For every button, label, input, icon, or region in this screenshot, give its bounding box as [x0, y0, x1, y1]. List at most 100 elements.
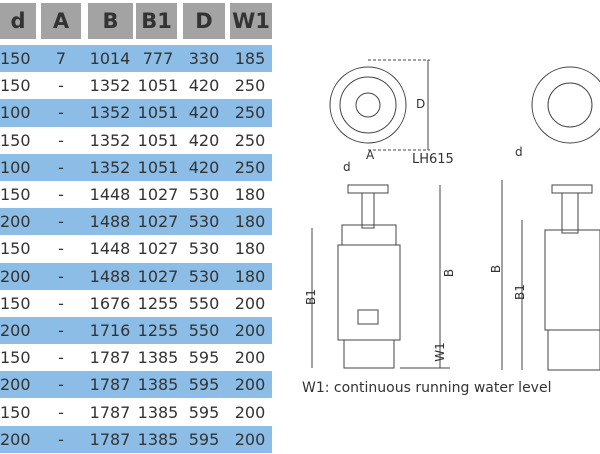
pump-side-view-right — [501, 180, 600, 371]
table-cell: - — [58, 103, 64, 123]
table-cell: 150 — [0, 293, 31, 313]
table-cell: 180 — [234, 185, 266, 205]
table-cell: 150 — [0, 185, 31, 205]
table-cell: 250 — [234, 130, 266, 150]
table-cell: 595 — [188, 375, 220, 395]
table-row: 150 - 1787 1385 595 200 — [0, 398, 272, 425]
label-pipe-d: d — [343, 160, 351, 174]
table-cell: 420 — [188, 76, 220, 96]
table-cell: - — [58, 293, 64, 313]
table-cell: 420 — [188, 130, 220, 150]
table-cell: - — [58, 375, 64, 395]
table-cell: 250 — [234, 103, 266, 123]
table-cell: 1385 — [137, 348, 179, 368]
table-cell: 1027 — [137, 239, 179, 259]
header-a: A — [41, 3, 81, 39]
table-cell: - — [58, 320, 64, 340]
table-cell: 1051 — [137, 103, 179, 123]
table-cell: 1448 — [89, 239, 131, 259]
table-cell: 1787 — [89, 402, 131, 422]
table-cell: 1051 — [137, 130, 179, 150]
table-cell: 180 — [234, 266, 266, 286]
table-cell: 1787 — [89, 348, 131, 368]
table-cell: 530 — [188, 239, 220, 259]
table-cell: 1787 — [89, 429, 131, 449]
table-cell: - — [58, 402, 64, 422]
table-cell: 200 — [0, 375, 31, 395]
table-cell: 1027 — [137, 185, 179, 205]
table-cell: - — [58, 185, 64, 205]
label-w1: W1 — [432, 342, 447, 362]
table-cell: 200 — [234, 293, 266, 313]
table-cell: 1676 — [89, 293, 131, 313]
table-cell: 200 — [0, 320, 31, 340]
table-cell: - — [58, 212, 64, 232]
table-cell: 1027 — [137, 212, 179, 232]
table-cell: 420 — [188, 157, 220, 177]
table-cell: 100 — [0, 103, 31, 123]
table-cell: 180 — [234, 212, 266, 232]
table-cell: 595 — [188, 429, 220, 449]
table-cell: 1014 — [89, 49, 131, 69]
label-a: A — [366, 148, 375, 162]
table-cell: - — [58, 76, 64, 96]
table-cell: 1385 — [137, 402, 179, 422]
table-cell: 595 — [188, 402, 220, 422]
table-cell: 1352 — [89, 103, 131, 123]
table-cell: 185 — [234, 49, 266, 69]
label-d: D — [416, 97, 426, 111]
pump-top-view-left — [329, 59, 430, 151]
header-d: d — [0, 3, 36, 39]
header-b: B — [88, 3, 133, 39]
header-dd: D — [183, 3, 225, 39]
table-cell: 200 — [234, 429, 266, 449]
label-model: LH615 — [412, 152, 454, 167]
header-w1: W1 — [230, 3, 272, 39]
table-cell: 1488 — [89, 266, 131, 286]
table-cell: 595 — [188, 348, 220, 368]
table-cell: 1716 — [89, 320, 131, 340]
table-cell: - — [58, 157, 64, 177]
table-cell: 200 — [0, 266, 31, 286]
table-cell: 1787 — [89, 375, 131, 395]
table-cell: 1385 — [137, 429, 179, 449]
table-cell: 250 — [234, 76, 266, 96]
pump-side-view-left — [311, 184, 450, 369]
table-cell: - — [58, 130, 64, 150]
table-cell: 1352 — [89, 130, 131, 150]
label-b-right: B — [489, 264, 504, 274]
table-cell: 250 — [234, 157, 266, 177]
pump-drawing — [311, 59, 600, 371]
table-cell: 1488 — [89, 212, 131, 232]
table-cell: 1385 — [137, 375, 179, 395]
table-cell: 1448 — [89, 185, 131, 205]
table-cell: 550 — [188, 320, 220, 340]
table-cell: 7 — [55, 49, 67, 69]
table-cell: 150 — [0, 402, 31, 422]
table-cell: 530 — [188, 185, 220, 205]
table-cell: 200 — [0, 212, 31, 232]
table-cell: 200 — [234, 402, 266, 422]
pump-top-view-right — [531, 66, 600, 144]
table-cell: 200 — [234, 375, 266, 395]
table-cell: 1051 — [137, 76, 179, 96]
table-cell: 1255 — [137, 293, 179, 313]
table-cell: 150 — [0, 348, 31, 368]
table-cell: 1352 — [89, 157, 131, 177]
table-cell: 420 — [188, 103, 220, 123]
table-cell: 200 — [0, 429, 31, 449]
table-cell: 150 — [0, 49, 31, 69]
table-row: 150 - 1448 1027 530 180 — [0, 181, 272, 208]
table-cell: 1027 — [137, 266, 179, 286]
table-cell: 330 — [188, 49, 220, 69]
label-b1-right: B1 — [512, 284, 527, 300]
